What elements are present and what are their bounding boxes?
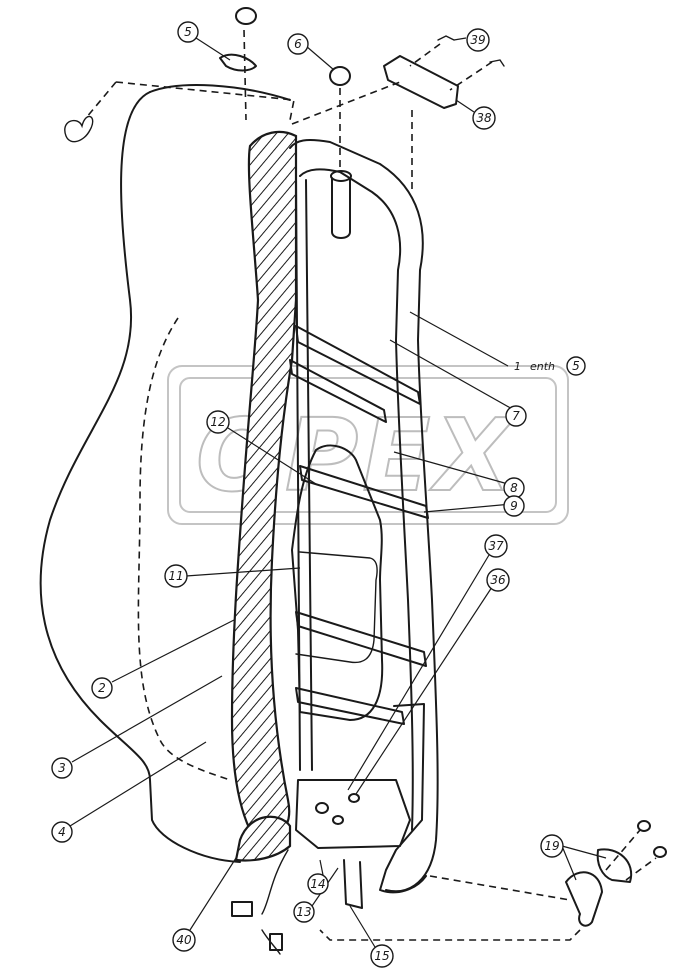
svg-text:37: 37 xyxy=(488,539,504,553)
svg-text:3: 3 xyxy=(58,761,66,775)
callout-4: 4 xyxy=(51,821,73,843)
small-bolts xyxy=(315,793,360,825)
callout-37: 37 xyxy=(484,534,508,558)
callout-11: 11 xyxy=(164,564,188,588)
leader-lines xyxy=(69,37,607,953)
svg-text:7: 7 xyxy=(512,409,520,423)
svg-text:14: 14 xyxy=(310,877,325,891)
svg-text:39: 39 xyxy=(470,33,485,47)
note-ref-circle xyxy=(566,356,586,376)
screw-39 xyxy=(437,35,505,67)
wire-harness xyxy=(231,849,289,955)
svg-text:15: 15 xyxy=(374,949,389,963)
callout-8: 8 xyxy=(503,477,525,499)
callout-15: 15 xyxy=(370,944,394,968)
backrest-plate-window xyxy=(295,551,378,664)
assembly-lines xyxy=(85,29,657,941)
callout-38: 38 xyxy=(472,106,496,130)
callout-40: 40 xyxy=(172,928,196,952)
svg-text:12: 12 xyxy=(210,415,225,429)
note-label: 1 enth 5 xyxy=(514,356,586,376)
callout-2: 2 xyxy=(91,677,113,699)
svg-text:2: 2 xyxy=(98,681,106,695)
callout-14: 14 xyxy=(307,873,329,895)
callout-13: 13 xyxy=(293,901,315,923)
knob-6 xyxy=(329,66,351,86)
callout-5: 5 xyxy=(177,21,199,43)
crossbar-upper xyxy=(295,325,421,405)
callout-7: 7 xyxy=(505,405,527,427)
seat-cover-outline xyxy=(39,91,241,863)
note-text: enth xyxy=(530,360,555,373)
callout-12: 12 xyxy=(206,410,230,434)
svg-text:9: 9 xyxy=(510,499,518,513)
svg-text:11: 11 xyxy=(168,569,183,583)
callout-36: 36 xyxy=(486,568,510,592)
part-15-strap xyxy=(343,859,363,909)
svg-text:40: 40 xyxy=(176,933,192,947)
svg-text:19: 19 xyxy=(544,839,559,853)
knob-5 xyxy=(235,7,257,25)
callout-3: 3 xyxy=(51,757,73,779)
callout-19: 19 xyxy=(540,834,564,858)
svg-text:13: 13 xyxy=(296,905,311,919)
seat-frame-tube xyxy=(289,139,439,893)
hinge-bracket xyxy=(379,703,427,894)
note-ref: 5 xyxy=(572,359,580,373)
upper-pin xyxy=(330,170,352,239)
bracket-base-plate xyxy=(295,779,411,849)
svg-text:36: 36 xyxy=(490,573,506,587)
callout-39: 39 xyxy=(466,28,490,52)
seat-frame-tube-inner xyxy=(299,168,414,831)
clip-5 xyxy=(219,53,257,72)
crossbar-bottom xyxy=(295,611,427,667)
seat-cover-inner-dashed xyxy=(137,317,231,781)
callout-6: 6 xyxy=(287,33,309,55)
svg-text:5: 5 xyxy=(184,25,192,39)
callout-9: 9 xyxy=(503,495,525,517)
svg-text:8: 8 xyxy=(510,481,518,495)
svg-text:38: 38 xyxy=(476,111,492,125)
cover-plate-38 xyxy=(383,55,459,109)
part-19-shells xyxy=(565,820,667,927)
svg-text:6: 6 xyxy=(294,37,302,51)
seat-cover-top xyxy=(149,84,291,101)
note-prefix: 1 xyxy=(514,360,521,373)
backrest-plate xyxy=(291,444,384,721)
crossbar-middle xyxy=(289,359,387,423)
foam-bottom-lip xyxy=(234,815,292,862)
spring-wire xyxy=(64,115,94,143)
svg-text:4: 4 xyxy=(58,825,66,839)
crossbar-base xyxy=(295,687,405,725)
